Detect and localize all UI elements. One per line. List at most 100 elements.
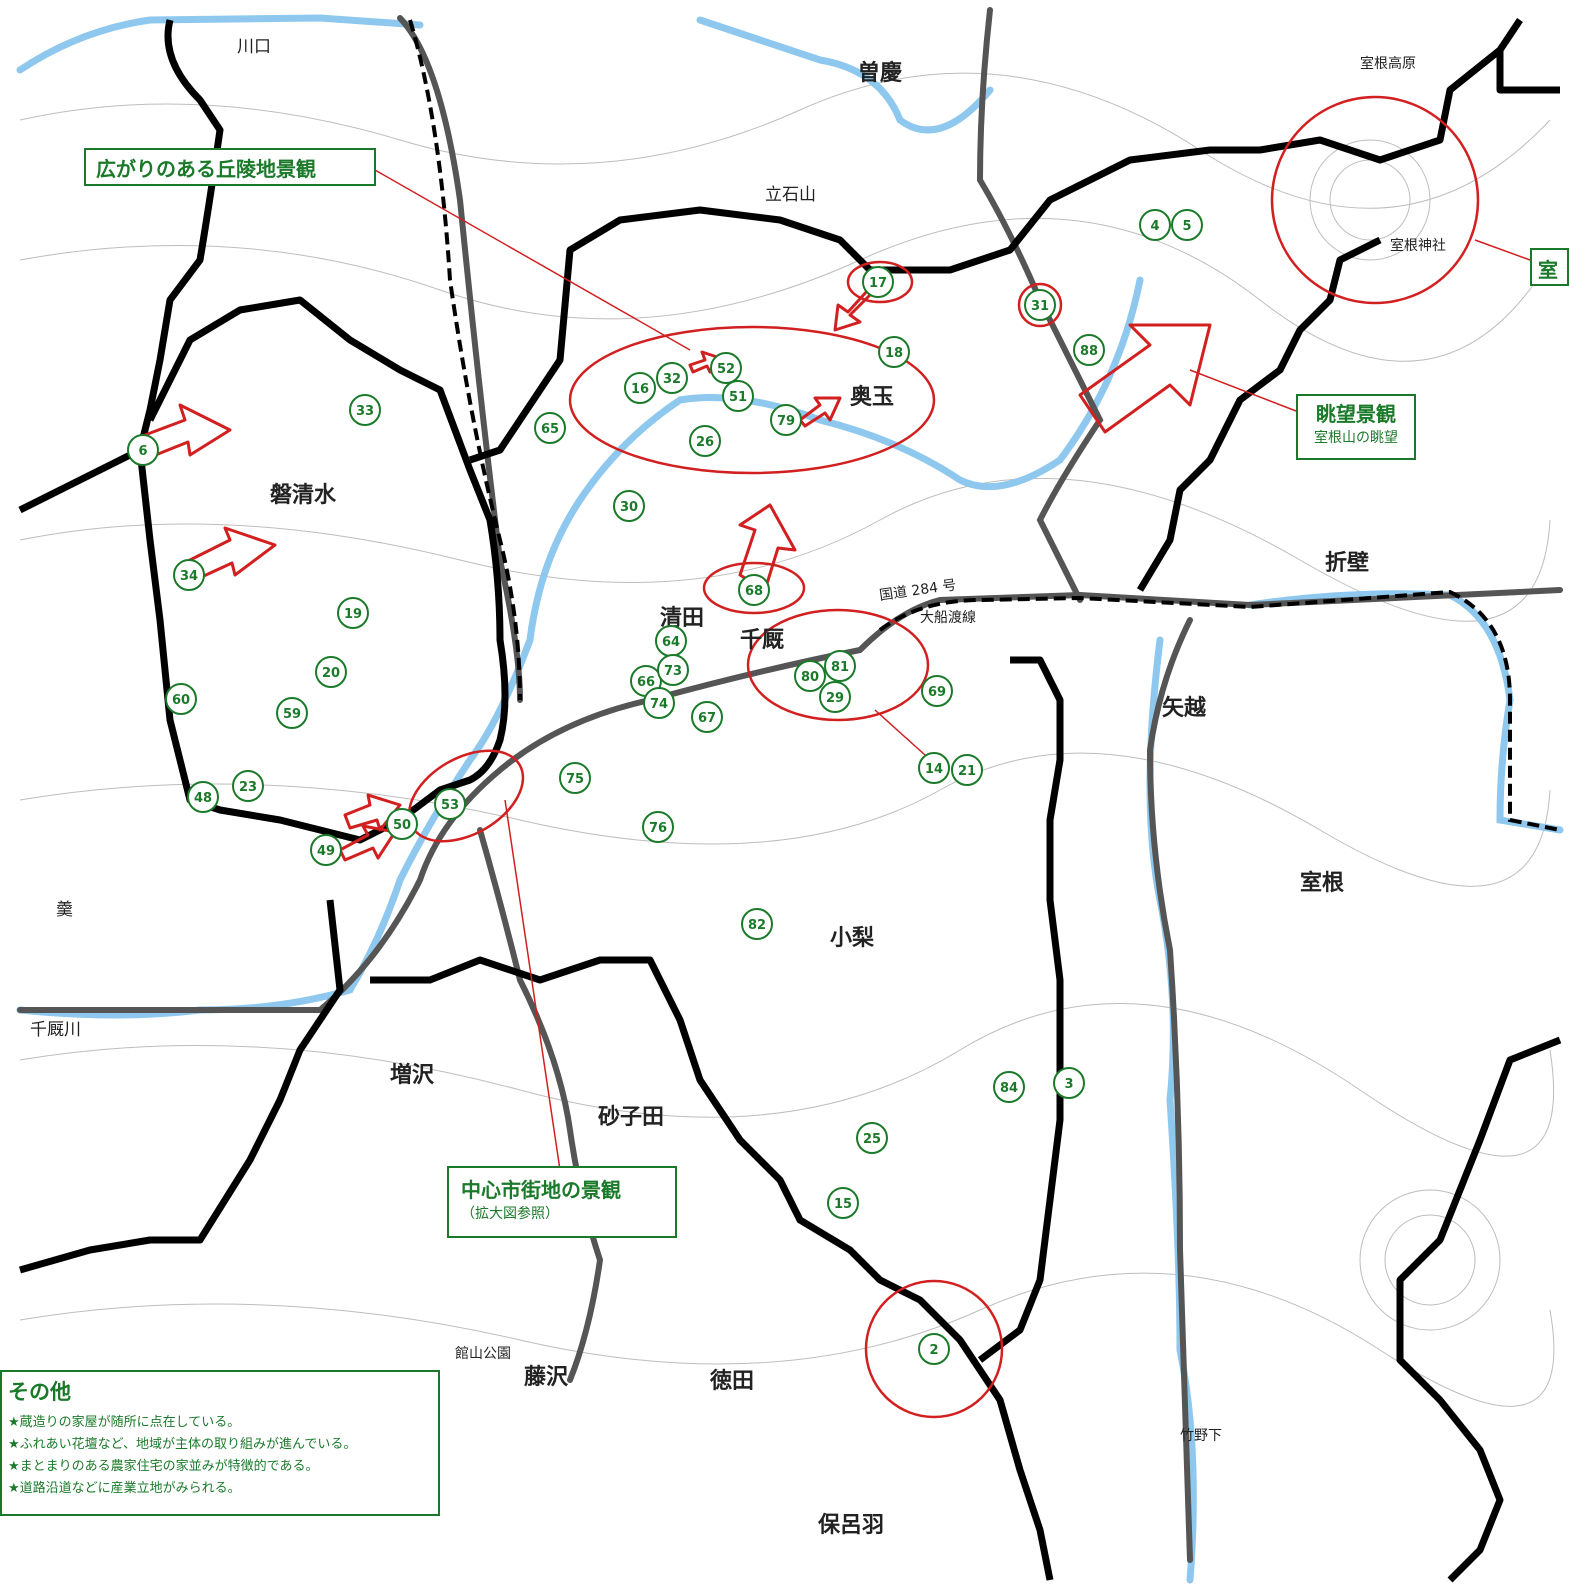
landscape-point-14: 14	[918, 752, 950, 784]
landscape-point-76: 76	[642, 811, 674, 843]
point-marker	[722, 380, 754, 412]
point-number: 49	[317, 844, 335, 859]
landscape-point-69: 69	[921, 675, 953, 707]
arrow-49	[338, 824, 397, 862]
point-number: 53	[441, 798, 459, 813]
road-south	[477, 827, 604, 1383]
legend-item: ★道路沿道などに産業立地がみられる。	[8, 1481, 241, 1496]
point-number: 60	[172, 693, 190, 708]
place-murone-jinja: 室根神社	[1390, 237, 1446, 254]
point-number: 30	[620, 500, 638, 515]
landscape-point-17: 17	[862, 266, 894, 298]
point-number: 19	[344, 607, 362, 622]
callout-center-subtitle: （拡大図参照）	[461, 1206, 559, 1222]
area-okunaka	[746, 608, 930, 722]
landscape-point-75: 75	[559, 762, 591, 794]
place-okutama: 奥玉	[850, 384, 894, 410]
point-number: 52	[717, 362, 735, 377]
point-marker	[657, 654, 689, 686]
point-marker	[710, 352, 742, 384]
landscape-point-34: 34	[173, 559, 205, 591]
point-number: 23	[239, 780, 257, 795]
legend-item: ★ふれあい花壇など、地域が主体の取り組みが進んでいる。	[8, 1437, 357, 1452]
place-tateishiyama: 立石山	[765, 185, 816, 205]
callout-center-title: 中心市街地の景観	[461, 1178, 621, 1202]
point-marker	[349, 394, 381, 426]
place-yagoshi: 矢越	[1162, 695, 1207, 721]
point-number: 6	[138, 444, 147, 459]
point-number: 76	[649, 821, 667, 836]
point-number: 17	[869, 276, 887, 291]
point-number: 32	[663, 372, 681, 387]
landscape-point-81: 81	[824, 650, 856, 682]
landscape-point-84: 84	[993, 1071, 1025, 1103]
point-number: 2	[929, 1343, 938, 1358]
place-tokuta: 徳田	[709, 1368, 754, 1394]
point-number: 64	[662, 635, 680, 650]
area-hills	[568, 325, 936, 475]
landscape-point-53: 53	[434, 788, 466, 820]
place-senmaya: 千厩	[740, 628, 784, 653]
place-fujisawa: 藤沢	[524, 1364, 569, 1390]
landscape-point-15: 15	[827, 1187, 859, 1219]
landscape-point-3: 3	[1053, 1067, 1085, 1099]
point-marker	[1053, 1067, 1085, 1099]
place-masuzawa: 増沢	[390, 1062, 435, 1088]
callout-view-subtitle: 室根山の眺望	[1314, 430, 1398, 446]
point-number: 25	[863, 1132, 881, 1147]
landscape-point-30: 30	[613, 490, 645, 522]
point-marker	[1139, 209, 1171, 241]
point-marker	[315, 656, 347, 688]
river-upper	[16, 14, 994, 134]
point-marker	[276, 697, 308, 729]
landscape-point-51: 51	[722, 380, 754, 412]
landscape-point-33: 33	[349, 394, 381, 426]
landscape-point-5: 5	[1171, 209, 1203, 241]
landscape-point-73: 73	[657, 654, 689, 686]
district-boundaries	[18, 18, 1562, 1583]
point-marker	[738, 574, 770, 606]
landscape-point-19: 19	[337, 597, 369, 629]
place-kaname: 羹	[56, 900, 73, 920]
point-number: 68	[745, 584, 763, 599]
callout-view: 眺望景観 室根山の眺望	[1296, 394, 1416, 460]
point-marker	[862, 266, 894, 298]
landscape-point-60: 60	[165, 683, 197, 715]
point-number: 20	[322, 666, 340, 681]
place-kawaguchi: 川口	[237, 37, 271, 57]
point-number: 66	[637, 675, 655, 690]
landscape-point-21: 21	[951, 754, 983, 786]
point-marker	[534, 412, 566, 444]
point-marker	[1171, 209, 1203, 241]
place-takeno: 竹野下	[1180, 1428, 1222, 1444]
arrow-79	[798, 396, 842, 428]
point-marker	[819, 681, 851, 713]
area-17	[846, 260, 914, 304]
point-marker	[951, 754, 983, 786]
point-marker	[1073, 334, 1105, 366]
point-marker	[642, 811, 674, 843]
boundary-masuzawa	[370, 956, 1054, 1581]
point-marker	[386, 808, 418, 840]
roads	[17, 7, 1563, 1563]
point-marker	[173, 559, 205, 591]
place-senmaya-river: 千厩川	[30, 1020, 81, 1040]
highlight-areas	[407, 95, 1480, 1419]
point-number: 33	[356, 404, 374, 419]
legend-title: その他	[8, 1380, 71, 1404]
point-number: 51	[729, 390, 747, 405]
point-number: 74	[650, 697, 668, 712]
point-number: 31	[1031, 299, 1049, 314]
arrow-88	[1078, 323, 1212, 434]
river-senmaya	[16, 276, 1144, 1019]
landscape-point-20: 20	[315, 656, 347, 688]
point-marker	[559, 762, 591, 794]
point-number: 65	[541, 422, 559, 437]
point-marker	[856, 1122, 888, 1154]
point-number: 79	[777, 414, 795, 429]
arrow-17	[833, 288, 872, 332]
landscape-point-2: 2	[918, 1333, 950, 1365]
landscape-point-74: 74	[643, 687, 675, 719]
point-marker	[127, 434, 159, 466]
